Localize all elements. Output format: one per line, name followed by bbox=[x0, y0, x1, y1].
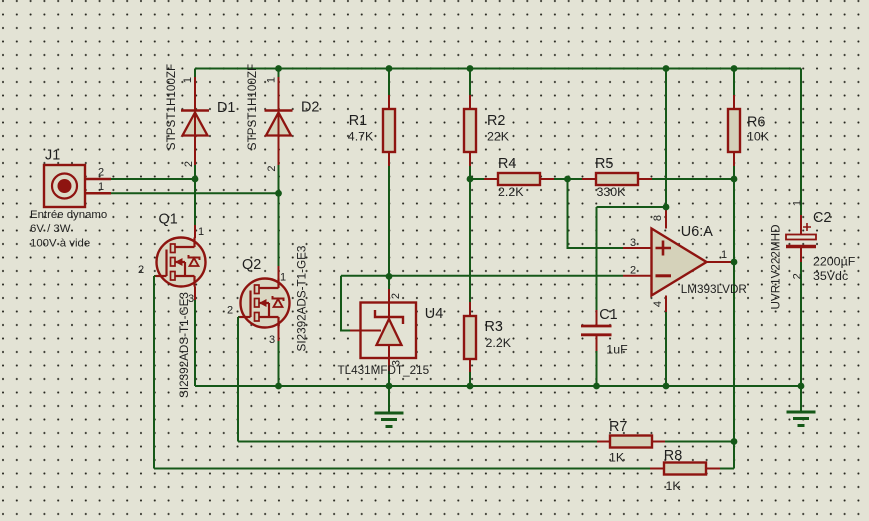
svg-text:2: 2 bbox=[227, 305, 233, 317]
svg-text:U6:A: U6:A bbox=[681, 224, 713, 240]
svg-text:SI2392ADS-T1-GE3: SI2392ADS-T1-GE3 bbox=[178, 292, 191, 398]
svg-text:R5: R5 bbox=[595, 156, 613, 172]
svg-text:R7: R7 bbox=[609, 419, 627, 435]
svg-text:8: 8 bbox=[652, 215, 664, 221]
svg-text:STPST1H100ZF: STPST1H100ZF bbox=[246, 64, 259, 150]
svg-text:2: 2 bbox=[390, 293, 402, 299]
svg-text:1: 1 bbox=[98, 181, 104, 193]
svg-text:3: 3 bbox=[269, 334, 275, 346]
svg-text:1: 1 bbox=[721, 249, 727, 261]
svg-text:TL431MFDT_215: TL431MFDT_215 bbox=[338, 364, 430, 377]
svg-text:1K: 1K bbox=[666, 479, 682, 493]
svg-text:3: 3 bbox=[188, 293, 194, 305]
svg-text:2: 2 bbox=[98, 167, 104, 179]
svg-text:2: 2 bbox=[792, 273, 804, 279]
svg-text:2: 2 bbox=[630, 265, 636, 277]
svg-text:2: 2 bbox=[183, 161, 195, 167]
svg-text:35Vdc: 35Vdc bbox=[813, 269, 848, 283]
svg-text:R4: R4 bbox=[498, 156, 516, 172]
svg-text:1uF: 1uF bbox=[606, 342, 628, 356]
svg-text:10K: 10K bbox=[747, 130, 770, 144]
svg-text:1: 1 bbox=[182, 77, 194, 83]
svg-text:D2: D2 bbox=[301, 100, 319, 116]
svg-text:SI2392ADS-T1-GE3: SI2392ADS-T1-GE3 bbox=[296, 246, 309, 352]
svg-text:2.2K: 2.2K bbox=[486, 336, 512, 350]
svg-text:1: 1 bbox=[792, 200, 804, 206]
svg-text:100V à vide: 100V à vide bbox=[30, 238, 90, 250]
svg-text:2200µF: 2200µF bbox=[813, 254, 856, 268]
svg-text:J1: J1 bbox=[45, 148, 60, 164]
svg-text:3: 3 bbox=[391, 360, 403, 366]
svg-text:22K: 22K bbox=[487, 129, 510, 143]
svg-text:R3: R3 bbox=[485, 319, 503, 335]
svg-text:1K: 1K bbox=[609, 451, 625, 465]
svg-text:LM393LVDR: LM393LVDR bbox=[681, 283, 747, 296]
svg-text:3: 3 bbox=[630, 237, 636, 249]
svg-text:C1: C1 bbox=[599, 307, 617, 323]
svg-text:1: 1 bbox=[266, 77, 278, 83]
svg-text:U4: U4 bbox=[425, 306, 443, 322]
svg-text:Q1: Q1 bbox=[159, 212, 178, 228]
svg-text:R2: R2 bbox=[487, 113, 505, 129]
svg-text:330K: 330K bbox=[597, 185, 627, 199]
svg-text:D1: D1 bbox=[217, 100, 235, 116]
svg-text:C2: C2 bbox=[813, 210, 831, 226]
svg-text:4.7K: 4.7K bbox=[348, 129, 374, 143]
svg-text:R8: R8 bbox=[664, 448, 682, 464]
svg-text:2: 2 bbox=[266, 165, 278, 171]
svg-text:1: 1 bbox=[280, 272, 286, 284]
svg-text:Q2: Q2 bbox=[242, 257, 261, 273]
svg-text:R1: R1 bbox=[349, 113, 367, 129]
svg-text:2.2K: 2.2K bbox=[498, 185, 524, 199]
svg-text:1: 1 bbox=[198, 226, 204, 238]
svg-text:4: 4 bbox=[652, 301, 664, 307]
svg-text:STPST1H100ZF: STPST1H100ZF bbox=[165, 64, 178, 150]
svg-text:R6: R6 bbox=[747, 115, 765, 131]
svg-text:Entrée dynamo: Entrée dynamo bbox=[30, 209, 107, 221]
svg-text:UVR1V222MHD: UVR1V222MHD bbox=[770, 224, 783, 309]
svg-text:2: 2 bbox=[138, 264, 144, 276]
svg-text:6V / 3W: 6V / 3W bbox=[30, 223, 71, 235]
